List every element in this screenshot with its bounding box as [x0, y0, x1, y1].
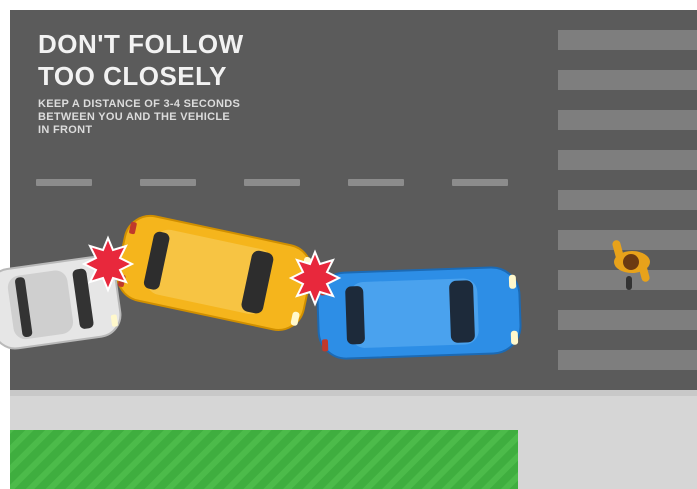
- crash-star-icon: [81, 235, 135, 293]
- grass-patch: [10, 430, 518, 489]
- blue-car-icon: [316, 266, 522, 360]
- curb: [10, 390, 697, 396]
- advice-line-1: KEEP A DISTANCE OF 3-4 SECONDS: [38, 98, 241, 110]
- headline-line-2: TOO CLOSELY: [38, 61, 227, 91]
- advice-text: KEEP A DISTANCE OF 3-4 SECONDS BETWEEN Y…: [38, 98, 240, 137]
- lane-markings: [36, 179, 508, 186]
- yellow-car-icon: [116, 214, 313, 331]
- crash-star-icon: [288, 249, 342, 307]
- advice-line-3: IN FRONT: [38, 124, 93, 136]
- white-car-icon: [0, 256, 122, 350]
- advice-line-2: BETWEEN YOU AND THE VEHICLE: [38, 111, 231, 123]
- headline-line-1: DON'T FOLLOW: [38, 29, 244, 59]
- crosswalk: [558, 30, 697, 370]
- headline: DON'T FOLLOW TOO CLOSELY: [38, 28, 244, 92]
- pedestrian-icon: [612, 240, 650, 290]
